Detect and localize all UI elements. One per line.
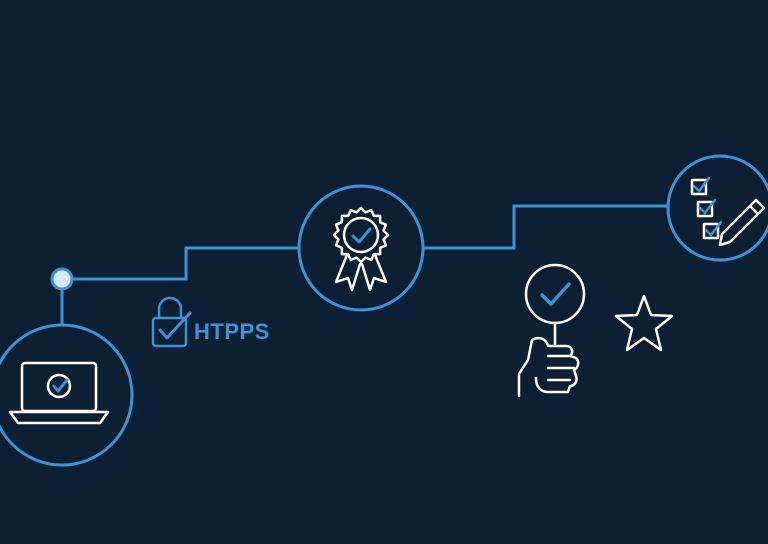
star-icon <box>614 294 674 352</box>
progress-path-mid <box>424 204 670 250</box>
checklist-node <box>666 154 768 262</box>
laptop-check-icon <box>8 361 110 425</box>
start-dot <box>50 267 74 291</box>
award-seal-outline <box>332 206 390 264</box>
padlock-check-icon <box>151 296 192 348</box>
laptop-node <box>0 323 134 467</box>
progress-path <box>62 246 300 281</box>
award-node <box>297 184 425 312</box>
hand-holding-check-sign-icon <box>517 263 586 398</box>
checklist-pencil-icon <box>690 176 766 247</box>
award-ribbon-icon <box>332 206 390 292</box>
https-label: HTPPS <box>194 319 270 344</box>
